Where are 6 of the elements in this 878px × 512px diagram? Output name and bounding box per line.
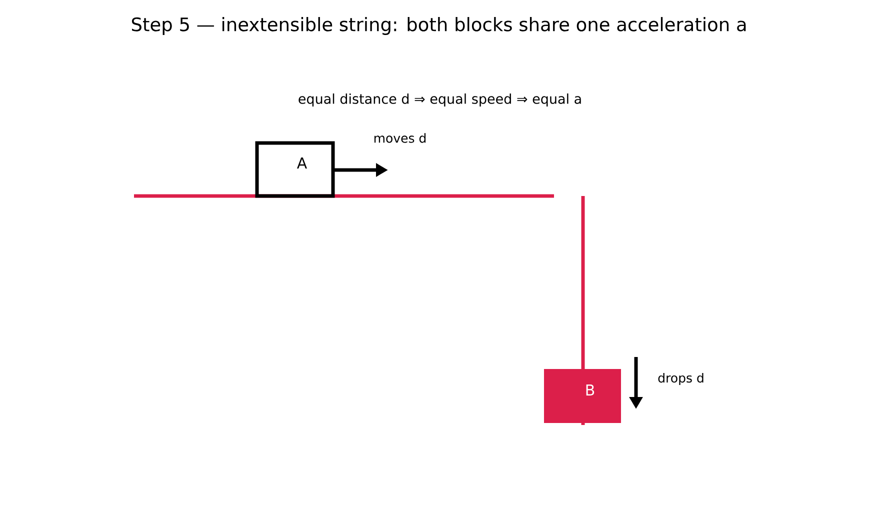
- block: B: [544, 369, 621, 423]
- motion-label: drops d: [658, 372, 704, 386]
- title: Step 5 — inextensible string: both blocks share one acceleration a: [132, 17, 746, 35]
- block: A: [255, 141, 335, 198]
- subtitle: equal distance d ⇒ equal speed ⇒ equal a: [298, 93, 581, 107]
- motion-label: moves d: [374, 133, 426, 143]
